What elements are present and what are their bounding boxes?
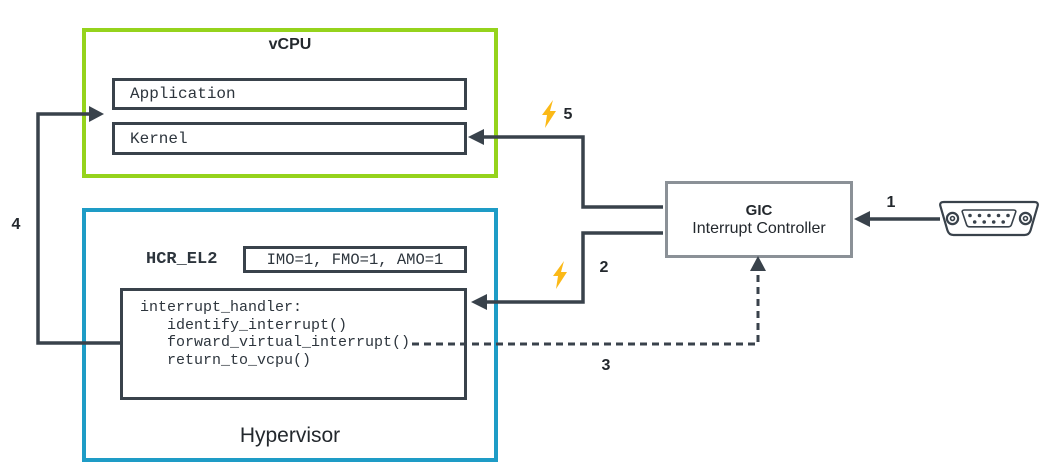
interrupt-handler-code-box: interrupt_handler: identify_interrupt() …	[120, 288, 467, 400]
step-label-4: 4	[11, 216, 21, 233]
code-line: return_to_vcpu()	[140, 351, 312, 369]
gic-box: GIC Interrupt Controller	[665, 181, 853, 258]
application-label: Application	[130, 85, 236, 103]
arrow-1-head	[854, 211, 870, 227]
hcr-flags-label: IMO=1, FMO=1, AMO=1	[266, 250, 444, 269]
step-label-2: 2	[599, 259, 609, 276]
hcr-el2-register-label: HCR_EL2	[146, 250, 218, 269]
code-line: identify_interrupt()	[140, 316, 348, 334]
gic-subtitle: Interrupt Controller	[692, 219, 826, 237]
hcr-flags-box: IMO=1, FMO=1, AMO=1	[243, 246, 467, 273]
hypervisor-title: Hypervisor	[239, 424, 341, 447]
arrow-3-head	[750, 256, 766, 271]
vcpu-title: vCPU	[268, 36, 312, 53]
step-label-5: 5	[563, 106, 573, 123]
arrow-2-line	[486, 231, 663, 304]
application-box: Application	[112, 78, 467, 110]
code-line: forward_virtual_interrupt()	[140, 334, 411, 352]
serial-port-icon	[939, 200, 1039, 237]
kernel-label: Kernel	[130, 129, 188, 148]
kernel-box: Kernel	[112, 122, 467, 155]
lightning-icon	[553, 261, 567, 289]
step-label-1: 1	[886, 194, 896, 211]
lightning-icon	[542, 100, 556, 128]
step-label-3: 3	[601, 357, 611, 374]
arrow-5-line	[482, 135, 663, 209]
code-line: interrupt_handler:	[140, 299, 303, 316]
gic-title: GIC	[745, 201, 773, 219]
